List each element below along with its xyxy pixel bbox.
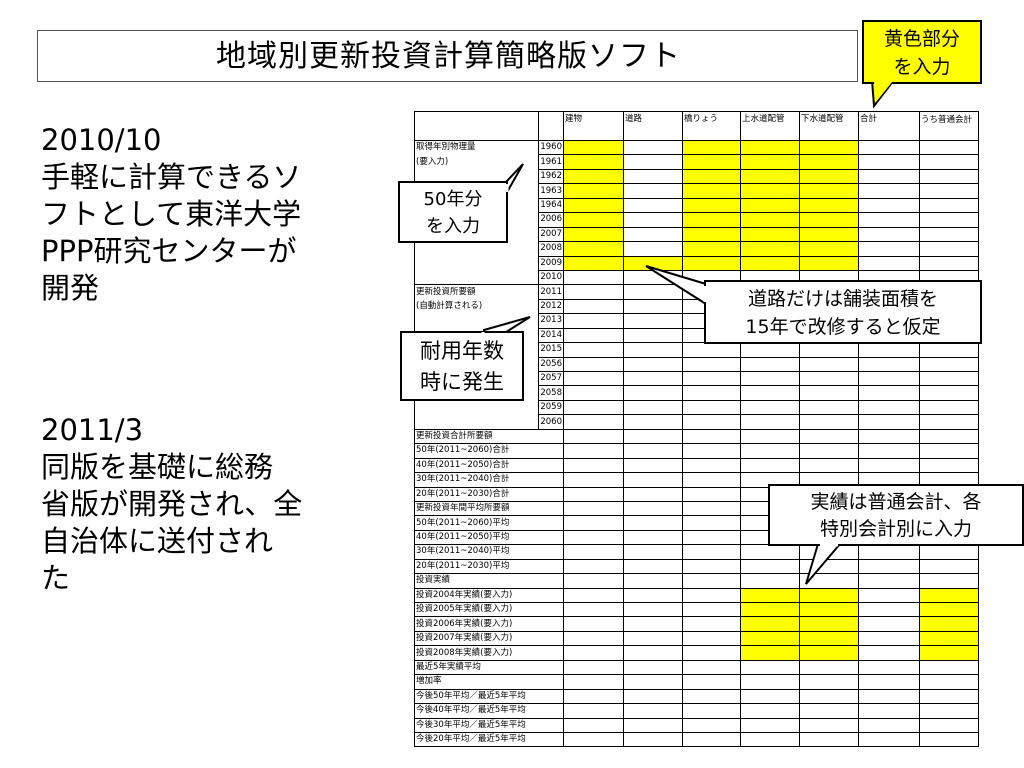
input-cell[interactable] <box>623 255 683 271</box>
slide-title: 地域別更新投資計算簡略版ソフト <box>216 39 681 74</box>
input-cell[interactable] <box>682 197 741 214</box>
badge-line2: を入力 <box>893 56 951 78</box>
callout-fifty-years: 50年分 を入力 <box>398 181 508 243</box>
table-row: 今後20年平均／最近5年平均 <box>414 731 979 748</box>
table-row: 更新投資合計所要額 <box>414 428 979 445</box>
table-row: 投資2006年実績(要入力) <box>414 616 979 632</box>
table-row: 1963 <box>414 183 979 199</box>
history-2011: 2011/3 同版を基礎に総務 省版が開発され、全 自治体に送付され た <box>41 412 386 597</box>
column-header: 道路 <box>623 111 683 141</box>
table-row: 投資2005年実績(要入力) <box>414 601 979 618</box>
callout-line: 特別会計別に入力 <box>819 518 972 540</box>
input-cell[interactable] <box>740 212 800 228</box>
input-cell[interactable] <box>799 241 859 257</box>
input-cell[interactable] <box>740 601 800 618</box>
value-cell <box>919 731 979 748</box>
text-line: フトとして東洋大学 <box>41 197 302 231</box>
callout-line: 耐用年数 <box>420 339 504 363</box>
row-label: 今後20年平均／最近5年平均 <box>414 731 564 748</box>
input-cell[interactable] <box>799 226 859 243</box>
yellow-input-badge: 黄色部分 を入力 <box>862 20 982 84</box>
callout-line: を入力 <box>426 216 480 237</box>
input-cell[interactable] <box>682 255 741 271</box>
column-header: 橋りょう <box>682 111 741 141</box>
text-line: 2011/3 <box>41 413 144 447</box>
input-cell[interactable] <box>799 212 859 228</box>
table-row: 投資2008年実績(要入力) <box>414 645 979 661</box>
text-line: 同版を基礎に総務 <box>41 450 274 484</box>
callout-line: 50年分 <box>423 189 483 210</box>
table-row: 50年(2011~2060)合計 <box>414 443 979 459</box>
text-line: 自治体に送付され <box>41 524 274 558</box>
input-cell[interactable] <box>740 183 800 199</box>
callout-lifespan: 耐用年数 時に発生 <box>400 331 524 401</box>
input-cell[interactable] <box>919 601 979 618</box>
callout-line: 道路だけは舗装面積を <box>747 288 938 310</box>
column-header: うち普通会計 <box>919 111 979 141</box>
table-row: 投資2007年実績(要入力) <box>414 630 979 647</box>
input-cell[interactable] <box>799 168 859 185</box>
input-cell[interactable] <box>799 197 859 214</box>
text-line: 手軽に計算できるソ <box>41 160 302 194</box>
history-2010: 2010/10 手軽に計算できるソ フトとして東洋大学 PPP研究センターが 開… <box>41 122 386 307</box>
table-row: 2060 <box>414 414 979 430</box>
input-cell[interactable] <box>682 241 741 257</box>
input-cell[interactable] <box>682 183 741 199</box>
input-cell[interactable] <box>740 197 800 214</box>
sheet-header-row: 建物道路橋りょう上水道配管下水道配管合計うち普通会計 <box>414 111 979 141</box>
text-line: 省版が開発され、全 <box>41 487 303 521</box>
input-cell[interactable] <box>682 168 741 185</box>
input-cell[interactable] <box>740 139 800 156</box>
callout-line: 時に発生 <box>420 370 504 394</box>
table-row: 2059 <box>414 399 979 416</box>
input-cell[interactable] <box>799 255 859 271</box>
input-cell[interactable] <box>563 139 624 156</box>
input-cell[interactable] <box>799 645 859 661</box>
table-row: 1962 <box>414 168 979 185</box>
input-cell[interactable] <box>563 226 624 243</box>
table-row: 今後40年平均／最近5年平均 <box>414 703 979 719</box>
table-row: 2057 <box>414 370 979 387</box>
table-row: 2010 <box>414 269 979 286</box>
callout-line: 15年で改修すると仮定 <box>745 316 941 338</box>
callout-road-assumption: 道路だけは舗装面積を 15年で改修すると仮定 <box>704 280 982 344</box>
text-line: PPP研究センターが <box>41 234 297 268</box>
table-row: 2009 <box>414 255 979 271</box>
badge-line1: 黄色部分 <box>883 28 960 50</box>
text-line: 開発 <box>41 271 100 305</box>
column-header: 合計 <box>858 111 920 141</box>
table-row: 30年(2011~2040)平均 <box>414 544 979 560</box>
input-cell[interactable] <box>799 183 859 199</box>
table-row: 増加率 <box>414 674 979 690</box>
column-header: 建物 <box>563 111 624 141</box>
callout-actual-results: 実績は普通会計、各 特別会計別に入力 <box>768 484 1024 546</box>
text-line: た <box>41 561 71 595</box>
input-cell[interactable] <box>799 587 859 604</box>
table-row: (要入力)1961 <box>414 154 979 170</box>
input-cell[interactable] <box>919 630 979 647</box>
input-cell[interactable] <box>919 616 979 632</box>
callout-line: 実績は普通会計、各 <box>810 491 982 513</box>
table-row: 30年(2011~2040)合計 <box>414 472 979 488</box>
text-line: 2010/10 <box>41 123 162 157</box>
title-box: 地域別更新投資計算簡略版ソフト <box>37 30 858 82</box>
